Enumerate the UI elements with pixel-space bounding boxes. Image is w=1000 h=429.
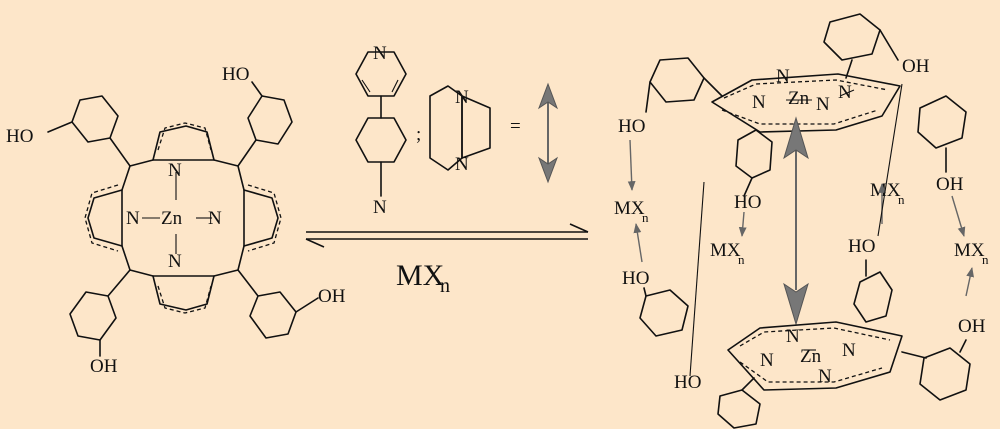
- hydroxyl-label: HO: [6, 126, 33, 147]
- atom-n: N: [818, 366, 832, 387]
- metal-salt-label: MX: [614, 198, 645, 219]
- atom-zn: Zn: [800, 346, 822, 367]
- metal-salt-subscript: n: [738, 252, 745, 267]
- atom-n: N: [455, 87, 469, 108]
- reagent-label: MX: [396, 259, 445, 292]
- linker-separator: ;: [416, 124, 421, 145]
- atom-zn: Zn: [161, 208, 183, 229]
- double-headed-arrow-icon: [537, 82, 559, 184]
- atom-n: N: [752, 92, 766, 113]
- atom-n-bottom: N: [168, 251, 182, 272]
- atom-n: N: [373, 197, 387, 218]
- atom-n-left: N: [126, 208, 140, 229]
- metal-salt-subscript: n: [898, 192, 905, 207]
- atom-n-right: N: [208, 208, 222, 229]
- hydroxyl-label: HO: [848, 236, 875, 257]
- atom-n: N: [373, 43, 387, 64]
- hydroxyl-label: OH: [902, 56, 930, 77]
- atom-n: N: [776, 66, 790, 87]
- atom-n: N: [760, 350, 774, 371]
- hydroxyl-label: HO: [222, 64, 249, 85]
- porphyrin-cage: N N N N Zn HO OH HO OH MX n MX n MX n MX…: [614, 13, 989, 429]
- hydroxyl-label: HO: [618, 116, 645, 137]
- metal-salt-label: MX: [954, 240, 985, 261]
- atom-n: N: [842, 340, 856, 361]
- metal-salt-label: MX: [710, 240, 741, 261]
- equilibrium-arrows-icon: [305, 223, 589, 248]
- zn-porphyrin-monomer: N N N N Zn HO HO OH OH: [6, 64, 346, 377]
- equals-sign: =: [510, 116, 521, 137]
- atom-n-top: N: [168, 160, 182, 181]
- hydroxyl-label: HO: [734, 192, 761, 213]
- hydroxyl-label: OH: [958, 316, 986, 337]
- atom-n: N: [838, 82, 852, 103]
- hydroxyl-label: OH: [936, 174, 964, 195]
- dabco-linker: N N: [429, 85, 491, 175]
- hydroxyl-label: HO: [674, 372, 701, 393]
- atom-zn: Zn: [788, 88, 810, 109]
- reagent-subscript: n: [440, 275, 450, 297]
- hydroxyl-label: HO: [622, 268, 649, 289]
- atom-n: N: [786, 326, 800, 347]
- hydroxyl-label: OH: [90, 356, 118, 377]
- atom-n: N: [816, 94, 830, 115]
- metal-salt-subscript: n: [982, 252, 989, 267]
- hydroxyl-label: OH: [318, 286, 346, 307]
- bipyridine-linker: N N: [355, 43, 407, 218]
- atom-n: N: [455, 154, 469, 175]
- metal-salt-subscript: n: [642, 210, 649, 225]
